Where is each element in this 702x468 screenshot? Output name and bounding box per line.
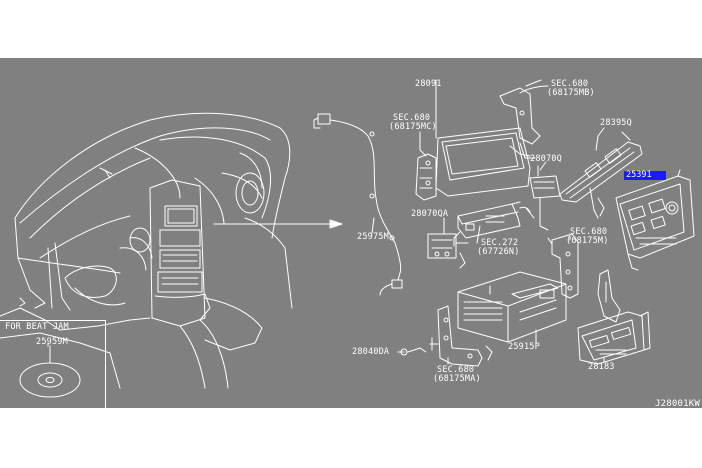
part-ref-68175m: (68175M) xyxy=(566,236,609,246)
part-label-sec680-mc: SEC.680 xyxy=(393,113,431,123)
part-label-25915p: 25915P xyxy=(508,342,540,352)
inset-title: FOR BEAT JAM xyxy=(5,322,69,332)
antenna-cable-illustration xyxy=(313,113,403,296)
part-ref-68175mb: (68175MB) xyxy=(547,88,595,98)
part-label-25391-highlighted[interactable]: 25391 xyxy=(624,171,666,180)
part-ref-68175ma: (68175MA) xyxy=(433,374,481,384)
parts-illustration xyxy=(0,79,695,398)
part-label-sec680-mb: SEC.680 xyxy=(551,79,589,89)
part-label-28395q: 28395Q xyxy=(600,118,632,128)
sensor-bracket-illustration xyxy=(519,165,561,231)
part-label-28091: 28091 xyxy=(415,79,442,89)
part-label-sec272: SEC.272 xyxy=(481,238,519,248)
drawing-code: J28001KW xyxy=(655,399,700,409)
part-ref-68175mc: (68175MC) xyxy=(389,122,437,132)
part-label-28040da: 28040DA xyxy=(352,347,390,357)
dashboard-illustration xyxy=(0,112,293,389)
inset-frame xyxy=(0,320,106,408)
leader-lines xyxy=(47,79,605,365)
mount-bracket-right-illustration xyxy=(547,233,621,323)
part-label-28070qa: 28070QA xyxy=(411,209,449,219)
part-label-28070q: 28070Q xyxy=(530,154,562,164)
cd-illustration xyxy=(19,345,81,398)
trim-panel-illustration xyxy=(559,131,643,219)
control-module-illustration xyxy=(427,201,521,269)
display-unit-illustration xyxy=(415,85,549,201)
part-ref-67726n: (67726N) xyxy=(477,247,520,257)
ac-control-unit-illustration xyxy=(615,169,695,271)
parts-diagram-panel: 28091 SEC.680 (68175MB) SEC.680 (68175MC… xyxy=(0,58,702,409)
mount-bracket-left-illustration xyxy=(400,305,493,367)
part-label-25959m: 25959M xyxy=(36,337,68,347)
part-label-sec680-m: SEC.680 xyxy=(570,227,608,237)
head-unit-illustration xyxy=(577,311,651,365)
audio-amplifier-illustration xyxy=(457,271,567,343)
part-label-25975m: 25975M xyxy=(357,232,389,242)
part-label-28183: 28183 xyxy=(588,362,615,372)
part-label-sec680-ma: SEC.680 xyxy=(437,365,475,375)
